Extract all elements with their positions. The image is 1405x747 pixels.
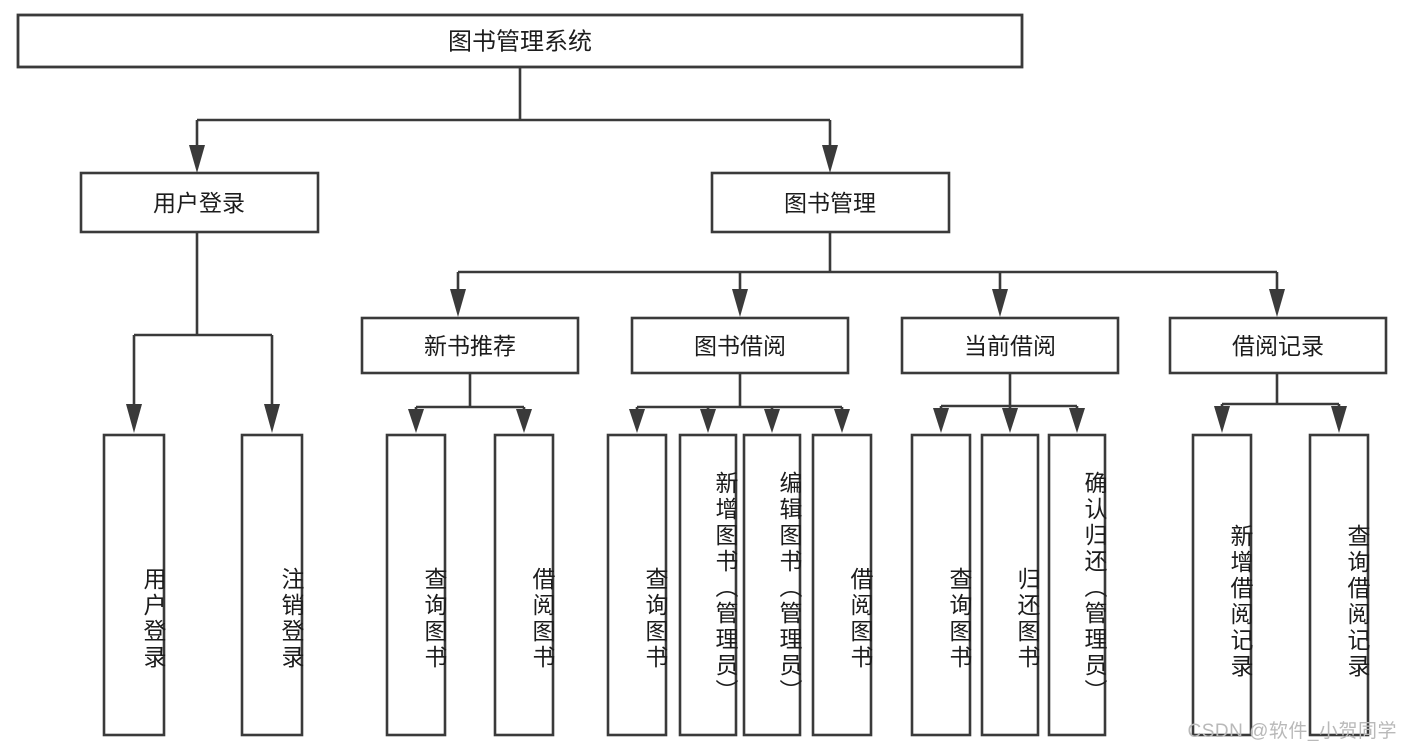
leaf-box-borrow-2[interactable] xyxy=(678,433,738,737)
leaf-box-current-3[interactable] xyxy=(1047,433,1107,737)
arrowhead-bookmgmt-c3 xyxy=(992,289,1008,317)
arrowhead-current-l1 xyxy=(933,408,949,433)
arrowhead-root-to-login xyxy=(189,145,205,173)
node-new-book-recommend[interactable]: 新书推荐 xyxy=(360,316,580,375)
node-new-book-recommend-box[interactable] xyxy=(360,316,580,375)
node-book-management-label: 图书管理 xyxy=(784,190,876,216)
arrowhead-bookmgmt-c2 xyxy=(732,289,748,317)
arrowhead-current-l2 xyxy=(1002,408,1018,433)
node-book-borrow-label: 图书借阅 xyxy=(694,333,786,359)
node-book-borrow-box[interactable] xyxy=(630,316,850,375)
node-root-label: 图书管理系统 xyxy=(448,29,592,56)
leaf-box-newbook-2[interactable] xyxy=(493,433,555,737)
node-book-management[interactable]: 图书管理 xyxy=(710,171,951,234)
arrowhead-borrow-l4 xyxy=(834,409,850,433)
leaf-box-newbook-1[interactable] xyxy=(385,433,447,737)
node-book-management-box[interactable] xyxy=(710,171,951,234)
leaf-boxes-user-login xyxy=(102,433,304,737)
arrowhead-current-l3 xyxy=(1069,408,1085,433)
node-new-book-recommend-label: 新书推荐 xyxy=(424,333,516,359)
arrowhead-login-leaf-2 xyxy=(264,404,280,433)
arrowhead-borrow-l2 xyxy=(700,409,716,433)
leaf-boxes-current-borrow xyxy=(910,433,1107,737)
node-borrow-record-box[interactable] xyxy=(1168,316,1388,375)
node-current-borrow-box[interactable] xyxy=(900,316,1120,375)
node-book-borrow[interactable]: 图书借阅 xyxy=(630,316,850,375)
node-borrow-record-label: 借阅记录 xyxy=(1232,333,1324,359)
node-root[interactable]: 图书管理系统 xyxy=(16,13,1024,69)
leaf-boxes-new-book-recommend xyxy=(385,433,555,737)
leaf-box-record-2[interactable] xyxy=(1308,433,1370,737)
leaf-box-borrow-1[interactable] xyxy=(606,433,668,737)
connectors-borrow-record xyxy=(1214,373,1347,433)
node-user-login[interactable]: 用户登录 xyxy=(79,171,320,234)
node-root-box[interactable] xyxy=(16,13,1024,69)
arrowhead-record-l2 xyxy=(1331,406,1347,433)
arrowhead-borrow-l1 xyxy=(629,409,645,433)
leaf-box-user-login-1[interactable] xyxy=(102,433,166,737)
arrowhead-root-to-bookmgmt xyxy=(822,145,838,173)
connectors-book-management xyxy=(450,232,1285,317)
connectors-new-book-recommend xyxy=(408,373,532,433)
leaf-box-borrow-3[interactable] xyxy=(742,433,802,737)
leaf-box-current-1[interactable] xyxy=(910,433,972,737)
connectors-book-borrow xyxy=(629,373,850,433)
leaf-box-borrow-4[interactable] xyxy=(811,433,873,737)
connectors-root xyxy=(189,67,838,173)
arrowhead-record-l1 xyxy=(1214,406,1230,433)
leaf-box-current-2[interactable] xyxy=(980,433,1040,737)
connectors-user-login xyxy=(126,232,280,433)
node-current-borrow[interactable]: 当前借阅 xyxy=(900,316,1120,375)
leaf-box-user-login-2[interactable] xyxy=(240,433,304,737)
connectors-current-borrow xyxy=(933,373,1085,433)
node-borrow-record[interactable]: 借阅记录 xyxy=(1168,316,1388,375)
arrowhead-bookmgmt-c1 xyxy=(450,289,466,317)
node-user-login-label: 用户登录 xyxy=(153,190,245,216)
watermark-text: CSDN @软件_小贺同学 xyxy=(1187,721,1397,742)
leaf-box-record-1[interactable] xyxy=(1191,433,1253,737)
arrowhead-login-leaf-1 xyxy=(126,404,142,433)
leaf-boxes-book-borrow xyxy=(606,433,873,737)
node-current-borrow-label: 当前借阅 xyxy=(964,333,1056,359)
arrowhead-newbook-l1 xyxy=(408,409,424,433)
node-user-login-box[interactable] xyxy=(79,171,320,234)
arrowhead-newbook-l2 xyxy=(516,409,532,433)
arrowhead-borrow-l3 xyxy=(764,409,780,433)
arrowhead-bookmgmt-c4 xyxy=(1269,289,1285,317)
leaf-boxes-borrow-record xyxy=(1191,433,1370,737)
